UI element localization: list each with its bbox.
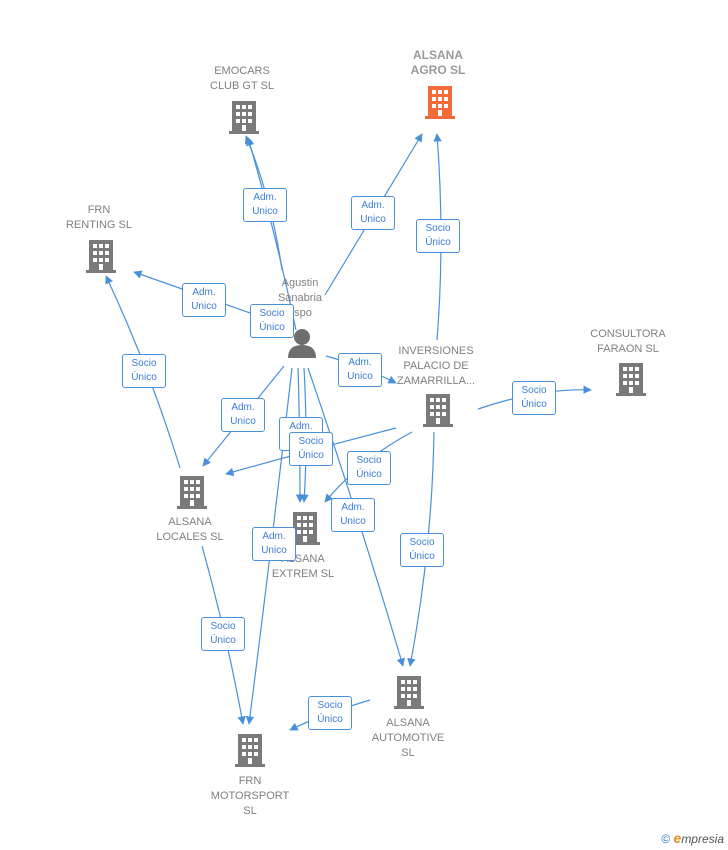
node-label-alsana-automotive[interactable]: ALSANA AUTOMOTIVE SL xyxy=(371,717,445,759)
building-icon-emocars xyxy=(229,101,259,134)
edge-label: Socio Único xyxy=(347,451,391,485)
building-icon-alsana-locales xyxy=(177,476,207,509)
building-icon-frn-renting xyxy=(86,240,116,273)
building-icon-inversiones xyxy=(423,394,453,427)
edge-label: Adm. Unico xyxy=(351,196,395,230)
edge-label: Socio Único xyxy=(416,219,460,253)
node-label-frn-renting[interactable]: FRN RENTING SL xyxy=(65,204,132,231)
brand-e: e xyxy=(673,830,682,846)
edge-label: Socio Único xyxy=(122,354,166,388)
node-label-consultora[interactable]: CONSULTORA FARAON SL xyxy=(590,328,666,355)
node-label-person[interactable]: Agustin Sanabria espo xyxy=(277,277,323,319)
node-label-alsana-locales[interactable]: ALSANA LOCALES SL xyxy=(156,516,224,543)
edge-label: Adm. Unico xyxy=(252,527,296,561)
building-icon-consultora xyxy=(616,363,646,396)
node-label-inversiones[interactable]: INVERSIONES PALACIO DE ZAMARRILLA... xyxy=(396,345,476,387)
edge-label: Socio Único xyxy=(400,533,444,567)
node-label-alsana-agro[interactable]: ALSANA AGRO SL xyxy=(410,48,466,77)
node-label-frn-motorsport[interactable]: FRN MOTORSPORT SL xyxy=(210,775,290,817)
edge-label: Adm. Unico xyxy=(182,283,226,317)
building-icon-alsana-agro xyxy=(425,86,455,119)
building-icon-alsana-automotive xyxy=(394,676,424,709)
edge-label: Adm. Unico xyxy=(331,498,375,532)
person-icon xyxy=(288,329,316,358)
edge-label: Adm. Unico xyxy=(221,398,265,432)
copyright-symbol: © xyxy=(661,832,671,846)
edge-label: Socio Único xyxy=(250,304,294,338)
brand-rest: mpresia xyxy=(681,832,724,846)
edge-label: Socio Único xyxy=(308,696,352,730)
edge-label: Socio Único xyxy=(512,381,556,415)
building-icon-frn-motorsport xyxy=(235,734,265,767)
edge-label: Socio Único xyxy=(289,432,333,466)
brand-watermark: © empresia xyxy=(661,830,724,846)
edge-label: Adm. Unico xyxy=(243,188,287,222)
edge-label: Socio Único xyxy=(201,617,245,651)
edge-label: Adm. Unico xyxy=(338,353,382,387)
node-label-emocars[interactable]: EMOCARS CLUB GT SL xyxy=(210,65,274,92)
